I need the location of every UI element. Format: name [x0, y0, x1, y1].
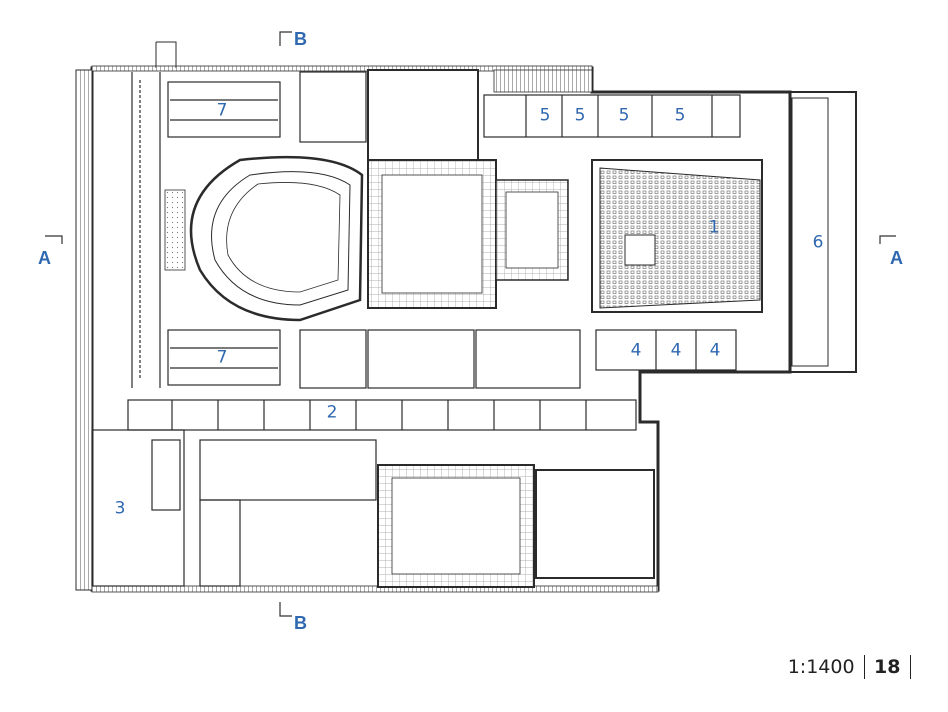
- page-number: 18: [874, 656, 901, 678]
- separator: [909, 655, 911, 679]
- section-line-markers: [45, 31, 896, 617]
- opera-hall: [164, 155, 364, 322]
- room-label-5: 5: [674, 105, 686, 126]
- room-label-3: 3: [114, 498, 126, 519]
- building-outline: [75, 41, 857, 593]
- room-label-6: 6: [812, 232, 824, 253]
- section-mark-b-top: B: [294, 29, 307, 49]
- section-mark-a-right: A: [890, 248, 903, 268]
- opera-stage: [367, 69, 569, 309]
- room-label-5: 5: [618, 105, 630, 126]
- room-label-4: 4: [630, 340, 642, 361]
- footer-scale-page: 1:1400 18: [788, 655, 920, 679]
- room-label-2: 2: [326, 402, 338, 423]
- room-label-4: 4: [670, 340, 682, 361]
- room-label-7: 7: [216, 347, 228, 368]
- rehearsal-stage: [377, 464, 655, 588]
- room-partitions: [91, 71, 741, 587]
- drawing-scale: 1:1400: [787, 656, 855, 678]
- room-label-7: 7: [216, 100, 228, 121]
- room-label-4: 4: [709, 340, 721, 361]
- room-label-5: 5: [539, 105, 551, 126]
- room-label-1: 1: [708, 217, 720, 238]
- room-label-5: 5: [574, 105, 586, 126]
- section-mark-a-left: A: [38, 248, 51, 268]
- section-mark-b-bottom: B: [294, 613, 307, 633]
- separator: [863, 655, 866, 679]
- concert-hall: [591, 159, 763, 313]
